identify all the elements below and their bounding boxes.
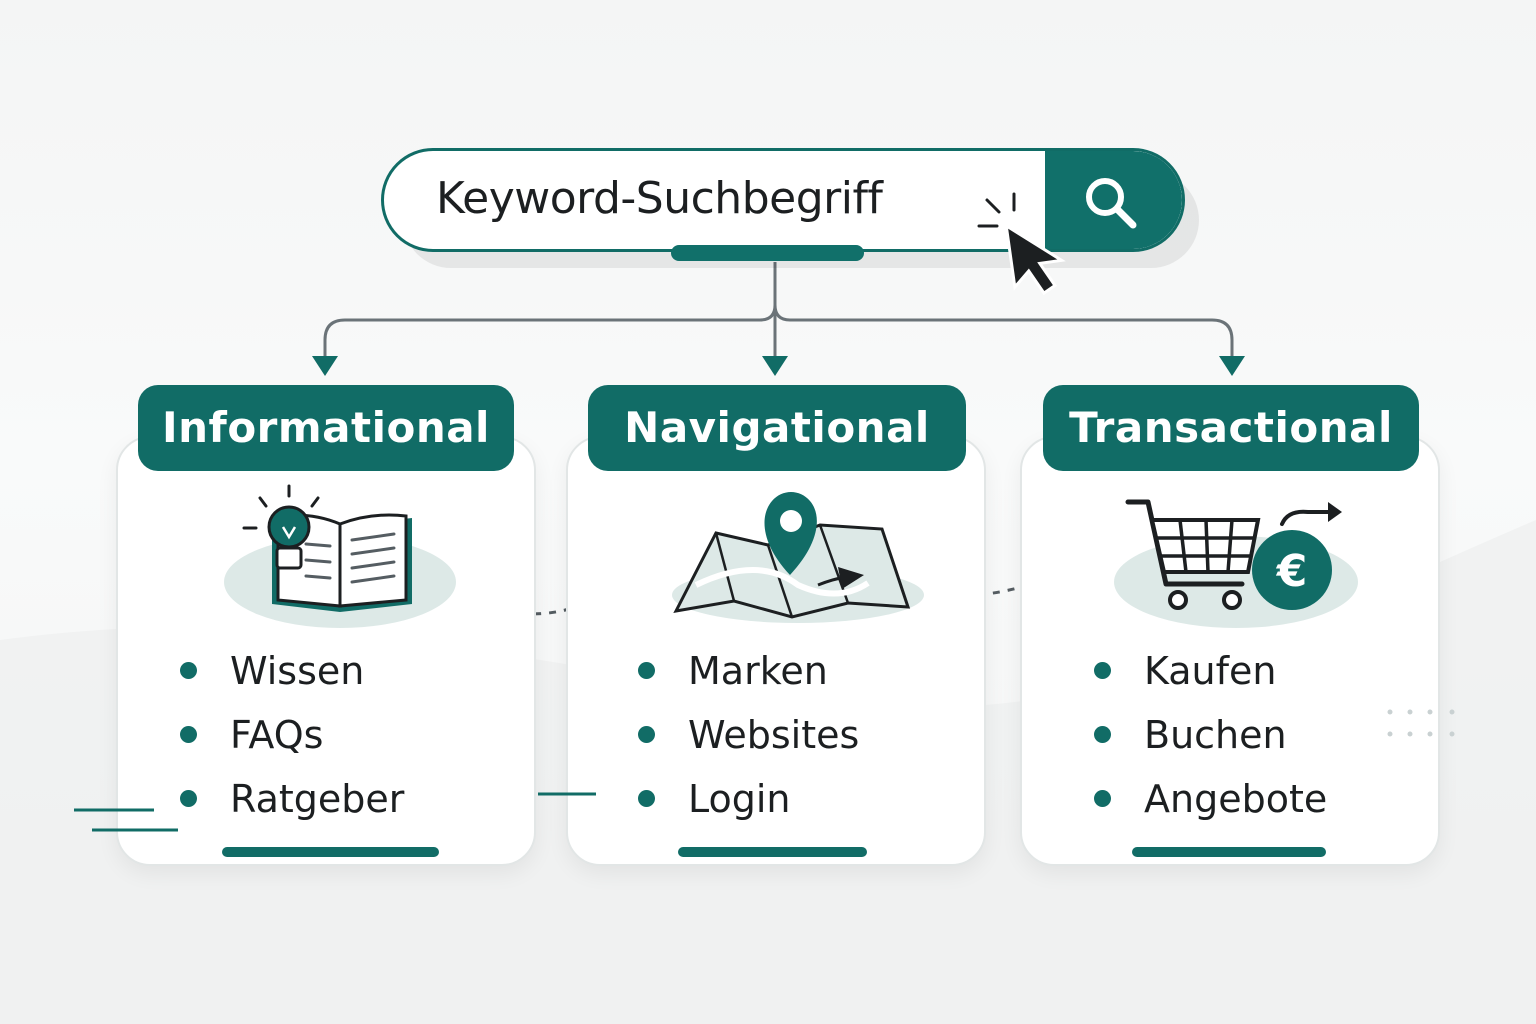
search-input-text[interactable]: Keyword-Suchbegriff	[436, 173, 883, 224]
card-transactional	[1020, 436, 1440, 866]
bullet-dot	[180, 662, 197, 679]
bullet-dot	[638, 790, 655, 807]
search-bar[interactable]: Keyword-Suchbegriff	[381, 148, 1185, 252]
navigational-list: Marken Websites Login	[638, 640, 859, 832]
informational-list: Wissen FAQs Ratgeber	[180, 640, 404, 832]
list-item: Wissen	[180, 640, 404, 704]
card-accent-bar	[1132, 847, 1326, 857]
decorative-line	[538, 792, 596, 796]
bullet-dot	[1094, 790, 1111, 807]
bullet-dot	[180, 726, 197, 743]
list-item: Angebote	[1094, 768, 1327, 832]
bullet-dot	[638, 662, 655, 679]
search-button[interactable]	[1045, 151, 1182, 249]
search-underline-accent	[671, 245, 864, 261]
list-item: Ratgeber	[180, 768, 404, 832]
transactional-list: Kaufen Buchen Angebote	[1094, 640, 1327, 832]
list-item: FAQs	[180, 704, 404, 768]
bullet-dot	[1094, 662, 1111, 679]
bullet-dot	[180, 790, 197, 807]
list-item: Marken	[638, 640, 859, 704]
card-accent-bar	[222, 847, 439, 857]
bullet-dot	[638, 726, 655, 743]
map-pin-icon	[672, 492, 924, 623]
category-title-informational: Informational	[138, 385, 514, 471]
mouse-pointer-icon	[977, 192, 1066, 296]
bullet-dot	[1094, 726, 1111, 743]
category-title-transactional: Transactional	[1043, 385, 1419, 471]
list-item: Login	[638, 768, 859, 832]
search-icon	[1086, 178, 1137, 229]
list-item: Websites	[638, 704, 859, 768]
list-item: Buchen	[1094, 704, 1327, 768]
cart-euro-icon: €	[1114, 499, 1358, 628]
svg-text:€: €	[1276, 546, 1308, 597]
decorative-lines	[74, 808, 178, 832]
card-accent-bar	[678, 847, 867, 857]
category-title-navigational: Navigational	[588, 385, 966, 471]
lightbulb-book-icon	[224, 484, 456, 628]
decorative-dots	[1387, 709, 1455, 737]
list-item: Kaufen	[1094, 640, 1327, 704]
